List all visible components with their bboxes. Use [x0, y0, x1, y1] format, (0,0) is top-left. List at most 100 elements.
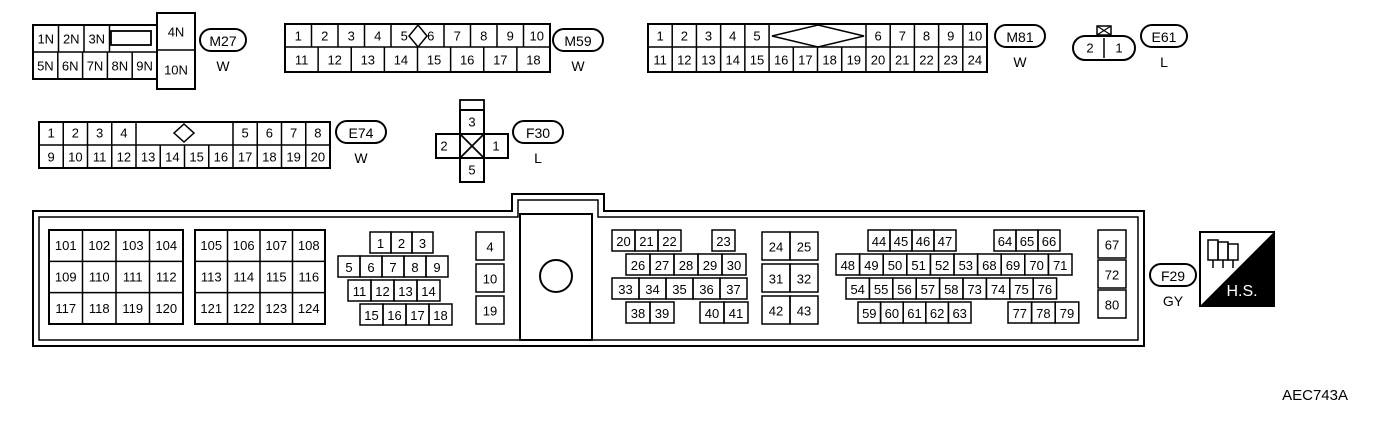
pin-F29-label: 57: [921, 282, 935, 297]
pin-E74: 1: [48, 126, 55, 141]
pin-F29-label: 74: [991, 282, 1005, 297]
pin-E74: 12: [117, 150, 131, 165]
pin-F29: [789, 263, 819, 293]
pin-E74: 10: [68, 150, 82, 165]
pin-M27: 2N: [63, 32, 80, 47]
pin-F29-label: 51: [911, 258, 925, 273]
pin-F29: [425, 255, 449, 278]
pin-M81: 12: [677, 53, 691, 68]
pin-F29-label: 7: [389, 260, 396, 275]
pin-M81: 5: [753, 29, 760, 44]
pin-M27: 9N: [136, 59, 153, 74]
connector-tag: [512, 120, 564, 144]
pin-M81: 4: [729, 29, 736, 44]
pin-F30: 5: [468, 163, 475, 178]
pin-M81: 17: [798, 53, 812, 68]
pin-M59: 13: [361, 53, 375, 68]
pin-F29-label: 44: [872, 234, 886, 249]
pin-F29-label: 9: [433, 260, 440, 275]
pin-M59: 8: [480, 29, 487, 44]
pin-F29-label: 47: [938, 234, 952, 249]
pin-F29-label: 8: [411, 260, 418, 275]
pin-M59: 9: [507, 29, 514, 44]
pin-F29: [1047, 253, 1073, 276]
pin-F29-label: 10: [483, 272, 497, 287]
pin-M59: 12: [327, 53, 341, 68]
pin-F29: 101: [55, 238, 77, 253]
pin-F29-label: 60: [885, 306, 899, 321]
connector-E61: [1072, 25, 1136, 61]
pin-M27: 1N: [37, 32, 54, 47]
pin-F29-label: 75: [1014, 282, 1028, 297]
keyway-icon: [771, 24, 865, 48]
pin-E74: 15: [189, 150, 203, 165]
harness-connector-icon: H.S.: [1199, 231, 1275, 307]
pin-E74: 11: [93, 150, 107, 165]
pin-F29-label: 71: [1053, 258, 1067, 273]
pin-M81: 19: [847, 53, 861, 68]
pin-F29-label: 22: [662, 234, 676, 249]
pin-M81: 16: [774, 53, 788, 68]
pin-F29-label: 37: [726, 282, 740, 297]
pin-F29: [789, 295, 819, 325]
pin-F29-label: 73: [967, 282, 981, 297]
pin-M27: 10N: [164, 63, 188, 78]
pin-F29-label: 29: [703, 258, 717, 273]
pin-E61: 2: [1086, 41, 1093, 56]
pin-F29: 122: [233, 301, 255, 316]
pin-F30: 1: [492, 139, 499, 154]
pin-M59: 4: [374, 29, 381, 44]
pin-M81: 22: [919, 53, 933, 68]
wire-color: W: [1013, 54, 1027, 70]
pin-M59: 16: [460, 53, 474, 68]
pin-E61: 1: [1115, 41, 1122, 56]
pin-F29-label: 36: [699, 282, 713, 297]
pin-M59: 6: [427, 29, 434, 44]
pin-F29-label: 2: [398, 236, 405, 251]
pin-F29: [416, 279, 441, 302]
pin-F29-label: 42: [769, 304, 783, 319]
pin-E74: 8: [314, 126, 321, 141]
pin-M81: 15: [750, 53, 764, 68]
pin-F29-label: 67: [1105, 238, 1119, 253]
pin-F29-label: 30: [727, 258, 741, 273]
pin-M59: 10: [530, 29, 544, 44]
pin-F29: 114: [233, 270, 254, 285]
pin-F29: 108: [298, 238, 320, 253]
pin-F29-label: 17: [410, 308, 424, 323]
figure-reference: AEC743A: [1282, 387, 1348, 404]
guide-hole: [539, 259, 573, 293]
pin-M81: 9: [947, 29, 954, 44]
pin-M81: 14: [726, 53, 740, 68]
pin-F29: [723, 301, 749, 324]
wire-color: W: [571, 58, 585, 74]
pin-F29: 120: [155, 301, 177, 316]
pin-M81: 8: [923, 29, 930, 44]
pin-M27: 4N: [168, 25, 185, 40]
pin-F29-label: 80: [1105, 298, 1119, 313]
pin-F29: [428, 303, 453, 326]
pin-F29-label: 46: [916, 234, 930, 249]
pin-F29: [1054, 301, 1080, 324]
pin-M81: 21: [895, 53, 909, 68]
pin-M59: 18: [526, 53, 540, 68]
pin-F29-label: 33: [618, 282, 632, 297]
pin-M81: 2: [681, 29, 688, 44]
pin-F29: [649, 301, 675, 324]
pin-E74: 13: [141, 150, 155, 165]
pin-F29: 102: [88, 238, 110, 253]
pin-F29: 110: [89, 270, 110, 285]
pin-F29-label: 6: [367, 260, 374, 275]
pin-F29: 124: [298, 301, 320, 316]
pin-F29: 115: [266, 270, 287, 285]
pin-F29-label: 16: [387, 308, 401, 323]
pin-F29: 111: [123, 270, 143, 285]
connector-tag-label: F30: [526, 125, 550, 141]
pin-F29: 103: [122, 238, 144, 253]
connector-M27: [32, 12, 196, 90]
pin-F29-label: 4: [486, 240, 493, 255]
pin-F29-label: 48: [841, 258, 855, 273]
pin-F29: 106: [233, 238, 255, 253]
pin-F29-label: 70: [1029, 258, 1043, 273]
pin-F29-label: 19: [483, 304, 497, 319]
